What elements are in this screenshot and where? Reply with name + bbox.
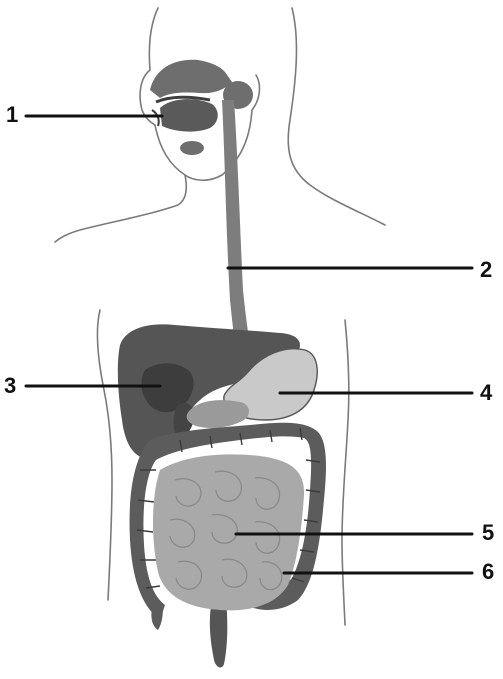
label-4: 4 xyxy=(480,382,492,404)
lower-mouth xyxy=(180,141,204,155)
small-intestine-mass xyxy=(153,454,304,610)
appendix xyxy=(151,600,162,630)
label-3: 3 xyxy=(4,375,16,397)
mouth-region xyxy=(150,60,253,155)
duodenum xyxy=(187,400,249,428)
nasal-cavity xyxy=(150,60,232,98)
neck-outline-left xyxy=(55,175,186,242)
torso-left xyxy=(97,310,112,600)
neck-shoulder-right xyxy=(288,8,385,225)
small-intestine xyxy=(153,454,304,610)
label-1: 1 xyxy=(6,104,18,126)
label-2: 2 xyxy=(480,259,492,281)
tongue xyxy=(160,99,218,132)
label-6: 6 xyxy=(482,561,494,583)
torso-right xyxy=(342,320,349,625)
label-5: 5 xyxy=(482,522,494,544)
